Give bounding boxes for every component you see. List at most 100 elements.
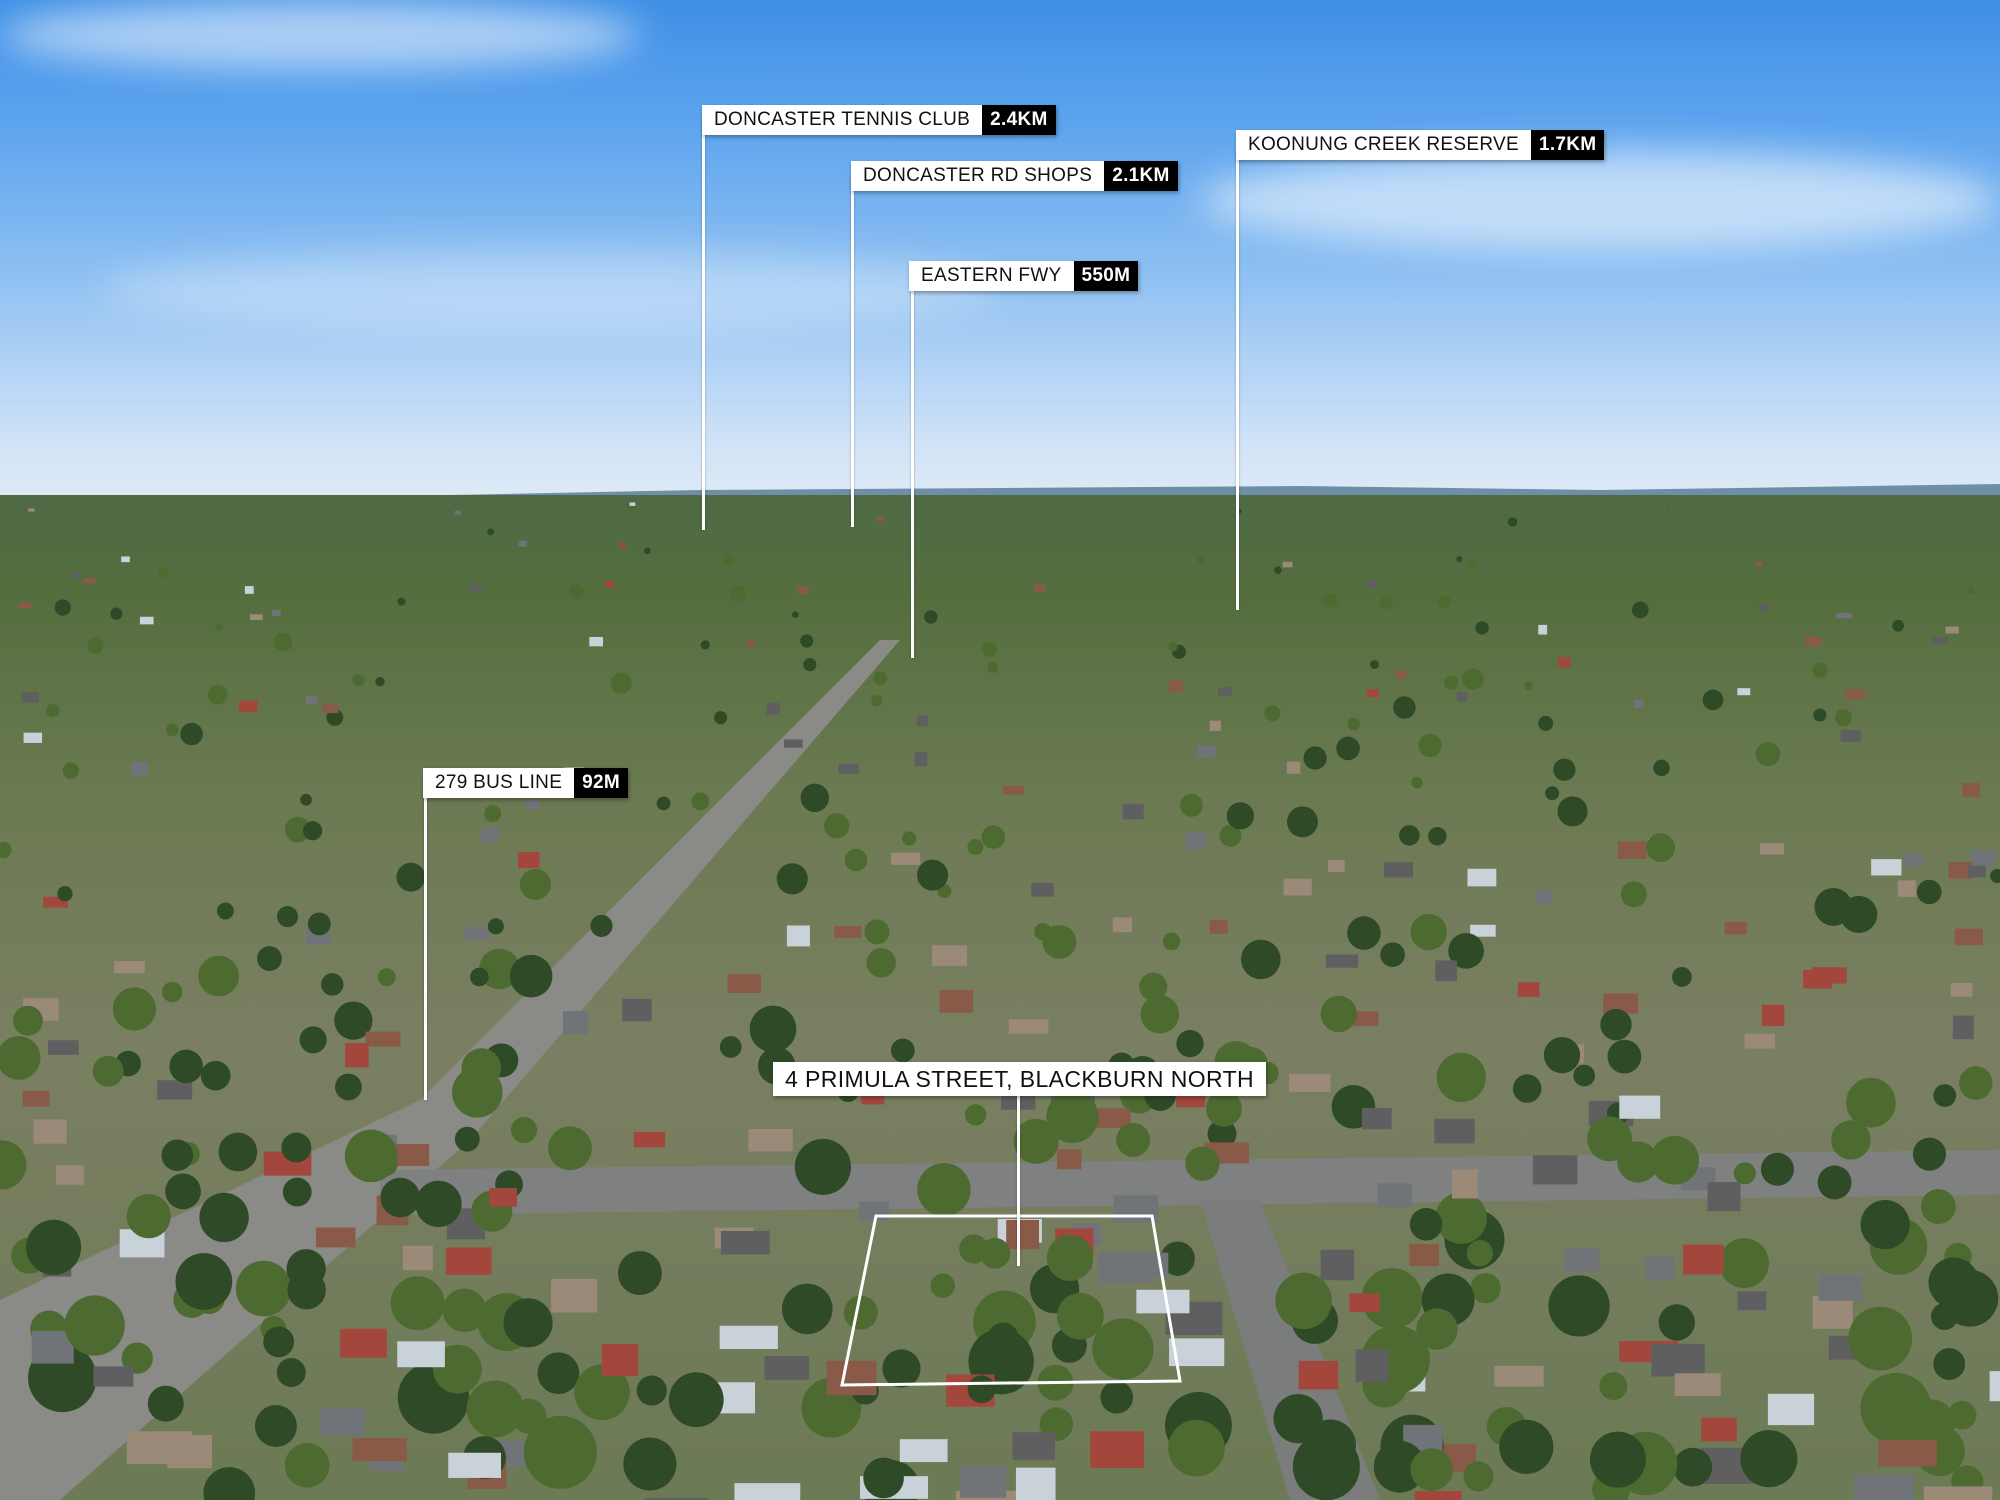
tree — [461, 1048, 502, 1088]
tree — [1373, 1440, 1426, 1493]
tree — [415, 1180, 462, 1228]
house-roof — [1185, 832, 1207, 850]
leader-line — [911, 280, 914, 658]
house-roof — [1283, 878, 1312, 896]
tree — [1933, 1084, 1957, 1107]
tree — [700, 640, 710, 650]
house-roof — [748, 1129, 793, 1152]
house-roof — [463, 926, 490, 941]
house-roof — [1534, 890, 1554, 904]
tree — [203, 1467, 256, 1500]
tree — [487, 528, 495, 536]
tree — [335, 1073, 362, 1101]
tree — [1672, 967, 1692, 987]
house-roof — [469, 584, 483, 591]
house-roof — [1931, 637, 1949, 644]
house-roof — [1737, 1291, 1767, 1311]
house-roof — [786, 925, 810, 947]
house-roof — [1003, 785, 1025, 795]
tree — [1435, 1192, 1487, 1244]
tree — [1967, 587, 1975, 595]
house-roof — [1701, 1417, 1737, 1442]
house-roof — [126, 1431, 192, 1465]
tree — [1320, 995, 1357, 1033]
tree — [1168, 1419, 1225, 1477]
house-roof — [402, 1245, 433, 1271]
tree — [235, 1260, 292, 1317]
house-roof — [1327, 860, 1345, 872]
tree — [1834, 709, 1852, 727]
house-roof — [1836, 612, 1852, 619]
house-roof — [1618, 841, 1647, 859]
tree — [568, 583, 585, 600]
tree — [509, 954, 553, 998]
house-roof — [1349, 1293, 1380, 1313]
tree — [1947, 1400, 1977, 1430]
tree — [147, 1385, 184, 1422]
house-roof — [1970, 850, 1996, 867]
house-roof — [340, 1328, 387, 1358]
house-roof — [834, 926, 862, 938]
house-roof — [1031, 882, 1054, 897]
tree — [218, 1132, 258, 1172]
tree — [668, 1372, 724, 1428]
house-roof — [720, 1230, 770, 1255]
tree — [1347, 717, 1361, 731]
tree — [1831, 1120, 1871, 1160]
house-roof — [1383, 861, 1414, 878]
tree — [1941, 1269, 1999, 1327]
tree — [1463, 1461, 1494, 1492]
house-roof — [604, 581, 615, 588]
tree — [749, 1005, 797, 1053]
tree — [380, 1177, 421, 1218]
house-roof — [1853, 1474, 1914, 1500]
tree — [1264, 705, 1281, 722]
house-roof — [1967, 865, 1986, 878]
house-roof — [899, 1439, 948, 1463]
house-roof — [1538, 624, 1548, 635]
house-roof — [345, 1043, 369, 1068]
tree — [276, 906, 299, 928]
tree — [729, 585, 747, 602]
tree — [1543, 1036, 1581, 1074]
house-roof — [644, 1498, 708, 1500]
tree — [574, 1364, 630, 1421]
house-roof — [518, 540, 527, 547]
tree — [1409, 1207, 1443, 1241]
poi-name: DONCASTER RD SHOPS — [851, 161, 1105, 191]
tree — [1817, 1165, 1852, 1200]
house-roof — [1113, 1195, 1159, 1223]
house-roof — [271, 610, 281, 617]
tree — [1399, 825, 1420, 846]
tree — [344, 1129, 398, 1183]
tree — [1673, 1447, 1713, 1487]
house-roof — [131, 762, 148, 777]
tree — [1466, 1240, 1493, 1267]
tree — [1347, 916, 1381, 950]
house-roof — [1325, 954, 1359, 968]
tree — [1512, 1074, 1542, 1103]
tree — [1538, 715, 1554, 731]
tree — [166, 723, 179, 737]
house-roof — [838, 763, 860, 774]
house-roof — [480, 827, 499, 843]
tree — [844, 848, 868, 872]
leader-line — [702, 120, 705, 530]
tree — [158, 566, 169, 578]
house-roof — [1724, 921, 1747, 935]
tree — [1139, 972, 1168, 1001]
tree — [519, 868, 551, 901]
house-roof — [876, 516, 885, 522]
house-roof — [551, 1278, 598, 1313]
poi-label-koonung-creek: KOONUNG CREEK RESERVE 1.7KM — [1236, 130, 1605, 160]
house-roof — [121, 556, 130, 563]
tree — [1653, 759, 1670, 777]
house-roof — [1414, 1491, 1462, 1500]
house-roof — [719, 1325, 778, 1350]
tree — [1607, 1039, 1642, 1074]
tree — [636, 1375, 667, 1406]
tree — [871, 694, 883, 707]
cloud — [1200, 150, 2000, 250]
tree — [1499, 1419, 1554, 1474]
